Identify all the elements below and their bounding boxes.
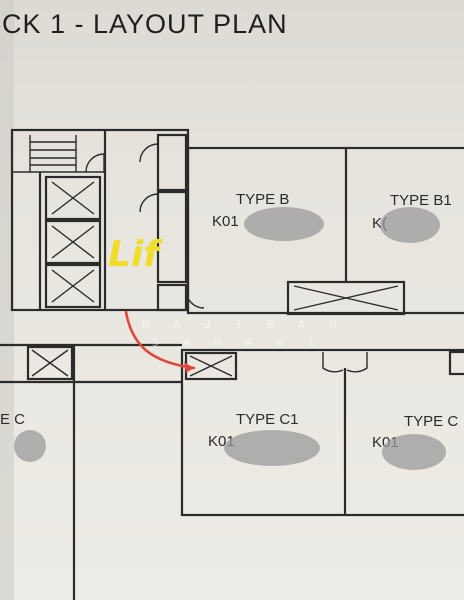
redacted-blur [382,434,446,470]
unit-type-text: TYPE B1 [390,192,452,209]
lift-shafts [44,175,102,309]
red-arrow-head-icon [184,362,194,373]
unit-type-text: TYPE C1 [236,411,299,428]
watermark-line-1: N A J I B A H [142,318,345,331]
unit-type-text: E C [0,411,25,428]
lif-annotation-label: Lif [108,234,163,275]
unit-code-text: K01 [212,213,239,230]
unit-type-text: TYPE B [236,191,289,208]
unit-label-type-c: TYPE C K01 [372,413,458,470]
lower-units [0,343,464,600]
unit-label-left: E C [0,411,46,462]
redacted-blur [14,430,46,462]
redacted-blur [380,207,440,243]
core-block [10,128,205,312]
unit-label-type-b: TYPE B K01 [212,191,324,241]
plan-title: CK 1 - LAYOUT PLAN [2,9,288,39]
watermark-line-2: S A H A R I [152,336,324,349]
redacted-blur [224,430,320,466]
unit-type-text: TYPE C [404,413,458,430]
unit-label-type-c1: TYPE C1 K01 [208,411,320,466]
red-arrow-line [124,310,196,370]
redacted-blur [244,207,324,241]
unit-label-type-b1: TYPE B1 K( [372,192,452,243]
upper-units [186,146,464,316]
stair-symbol [12,135,105,173]
